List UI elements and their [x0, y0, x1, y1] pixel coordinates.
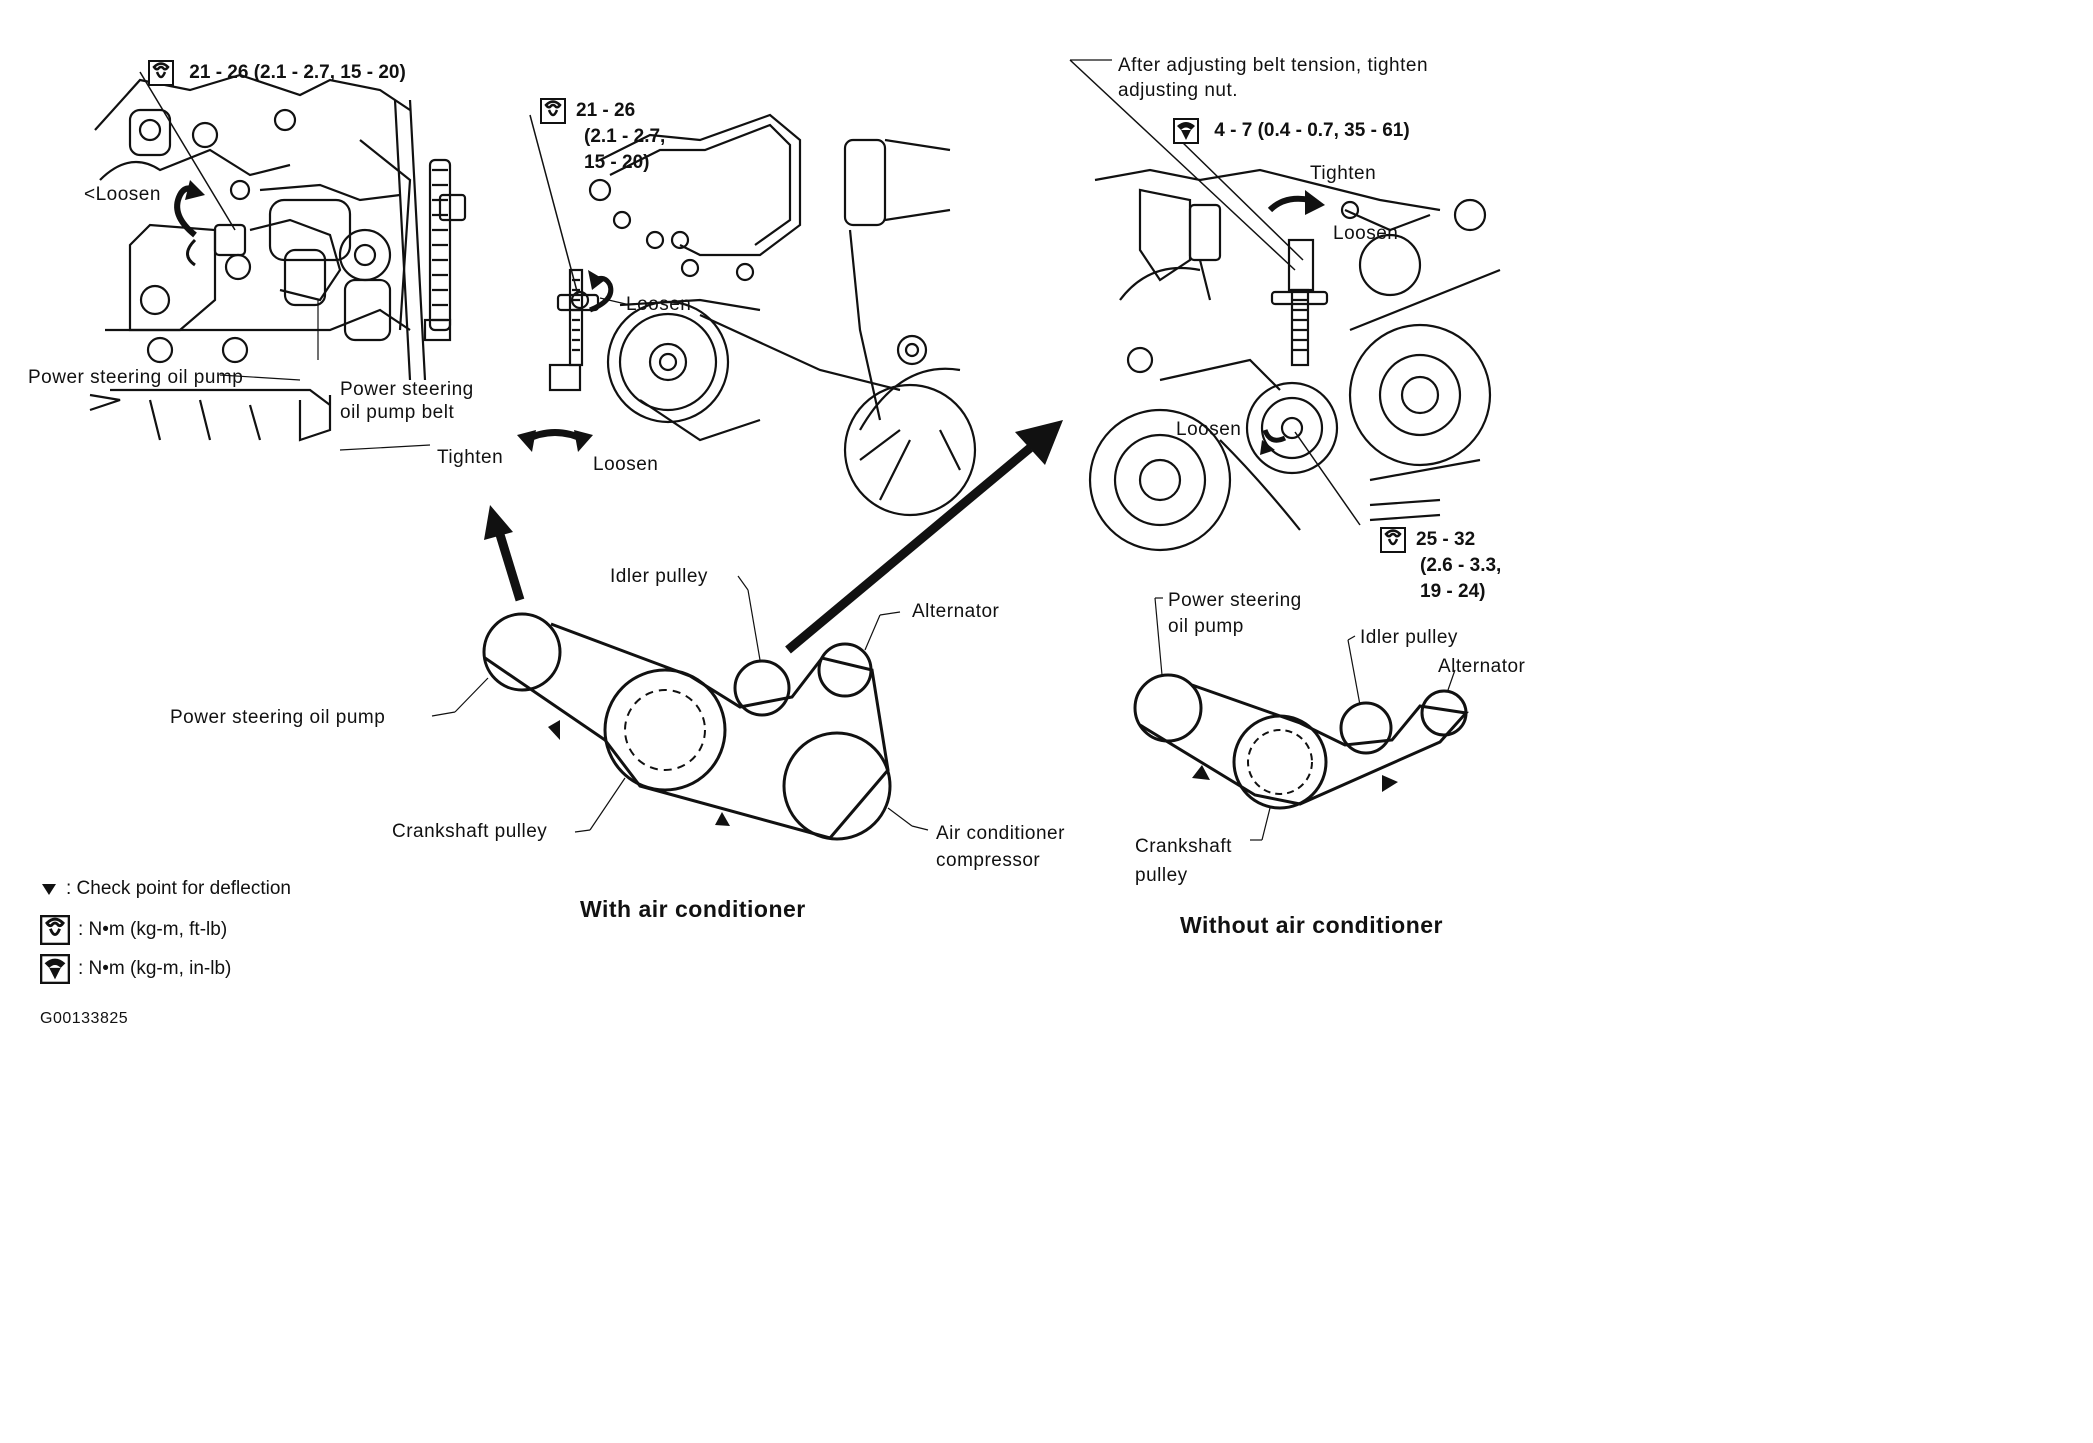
- ac-alternator-label: Alternator: [912, 601, 1000, 622]
- torque-wrench-icon: [1380, 527, 1406, 553]
- with-ac-caption: With air conditioner: [580, 896, 806, 922]
- figure-code: G00133825: [40, 1010, 129, 1027]
- torque-line-1: 21 - 26: [576, 100, 636, 122]
- torque-spec-ps-bolt: 21 - 26 (2.1 - 2.7, 15 - 20): [540, 98, 665, 176]
- legend-check-point: : Check point for deflection: [40, 878, 291, 900]
- ps-pump-pulley-noac: [1133, 673, 1203, 743]
- noac-alternator-label: Alternator: [1438, 656, 1526, 677]
- with-ac-belt-diagram: [482, 612, 892, 841]
- torque-value: 4 - 7 (0.4 - 0.7, 35 - 61): [1214, 120, 1410, 142]
- right-tighten-label: Tighten: [1310, 163, 1377, 184]
- belt-diagram: [89, 59, 1501, 841]
- torque-line-1: 25 - 32: [1416, 529, 1476, 551]
- torque-spec-adjusting-nut: 4 - 7 (0.4 - 0.7, 35 - 61): [1173, 118, 1410, 144]
- center-loosen-label: Loosen: [626, 294, 692, 315]
- torque-line-3: 15 - 20): [584, 152, 650, 174]
- crankshaft-pulley-ac: [603, 668, 727, 792]
- torque-value: 21 - 26 (2.1 - 2.7, 15 - 20): [189, 62, 406, 84]
- pointer-arrow-left: [493, 526, 525, 602]
- left-tighten-label: Tighten: [437, 447, 504, 468]
- without-ac-belt-diagram: [1133, 673, 1469, 810]
- idler-pulley-noac: [1339, 701, 1393, 755]
- left-ps-pump-label: Power steering oil pump: [28, 367, 244, 388]
- right-loosen-mid-label: Loosen: [1176, 419, 1242, 440]
- legend-torque-ftlb: : N•m (kg-m, ft-lb): [40, 915, 227, 945]
- torque-spec-ps-bracket: 21 - 26 (2.1 - 2.7, 15 - 20): [148, 60, 406, 86]
- torque-spec-idler-bolt: 25 - 32 (2.6 - 3.3, 19 - 24): [1380, 527, 1501, 605]
- without-ac-caption: Without air conditioner: [1180, 912, 1443, 938]
- noac-crankshaft-label: Crankshaft pulley: [1135, 836, 1232, 886]
- torque-wrench-icon: [148, 60, 174, 86]
- legend-torque-inlb: : N•m (kg-m, in-lb): [40, 954, 231, 984]
- ac-idler-label: Idler pulley: [610, 566, 708, 587]
- left-engine-detail: [89, 73, 467, 442]
- rotation-arrow-icon: [1267, 195, 1311, 213]
- torque-wrench-icon: [540, 98, 566, 124]
- ac-crankshaft-label: Crankshaft pulley: [392, 821, 548, 842]
- ac-ps-pump-label: Power steering oil pump: [170, 707, 386, 728]
- right-engine-detail: [1088, 168, 1501, 552]
- right-loosen-top-label: Loosen: [1333, 223, 1399, 244]
- torque-line-2: (2.6 - 3.3,: [1420, 555, 1502, 577]
- idler-pulley-ac: [733, 659, 791, 717]
- noac-ps-pump-label: Power steering oil pump: [1168, 590, 1302, 637]
- left-loosen-label: <Loosen: [84, 184, 161, 205]
- center-loosen-bottom-label: Loosen: [593, 454, 659, 475]
- pointer-arrow-right: [785, 444, 1033, 654]
- check-point-triangle-icon: [548, 720, 560, 740]
- check-point-triangle-icon: [715, 812, 730, 826]
- torque-wrench-filled-icon: [40, 954, 70, 984]
- check-point-triangle-icon: [1192, 765, 1210, 780]
- ac-compressor-label: Air conditioner compressor: [936, 823, 1065, 871]
- noac-idler-label: Idler pulley: [1360, 627, 1458, 648]
- ps-pump-pulley-ac: [482, 612, 562, 692]
- adjust-note: After adjusting belt tension, tighten ad…: [1118, 55, 1429, 101]
- torque-wrench-icon: [40, 915, 70, 945]
- check-point-triangle-icon: [42, 884, 56, 895]
- check-point-triangle-icon: [1382, 775, 1398, 792]
- ac-compressor-pulley: [782, 731, 892, 841]
- torque-line-3: 19 - 24): [1420, 581, 1486, 603]
- center-engine-detail: [548, 113, 977, 517]
- torque-line-2: (2.1 - 2.7,: [584, 126, 666, 148]
- torque-wrench-filled-icon: [1173, 118, 1199, 144]
- left-ps-belt-label: Power steering oil pump belt: [340, 379, 474, 423]
- rotation-arrow-icon: [1262, 429, 1287, 443]
- alternator-pulley-ac: [817, 642, 873, 698]
